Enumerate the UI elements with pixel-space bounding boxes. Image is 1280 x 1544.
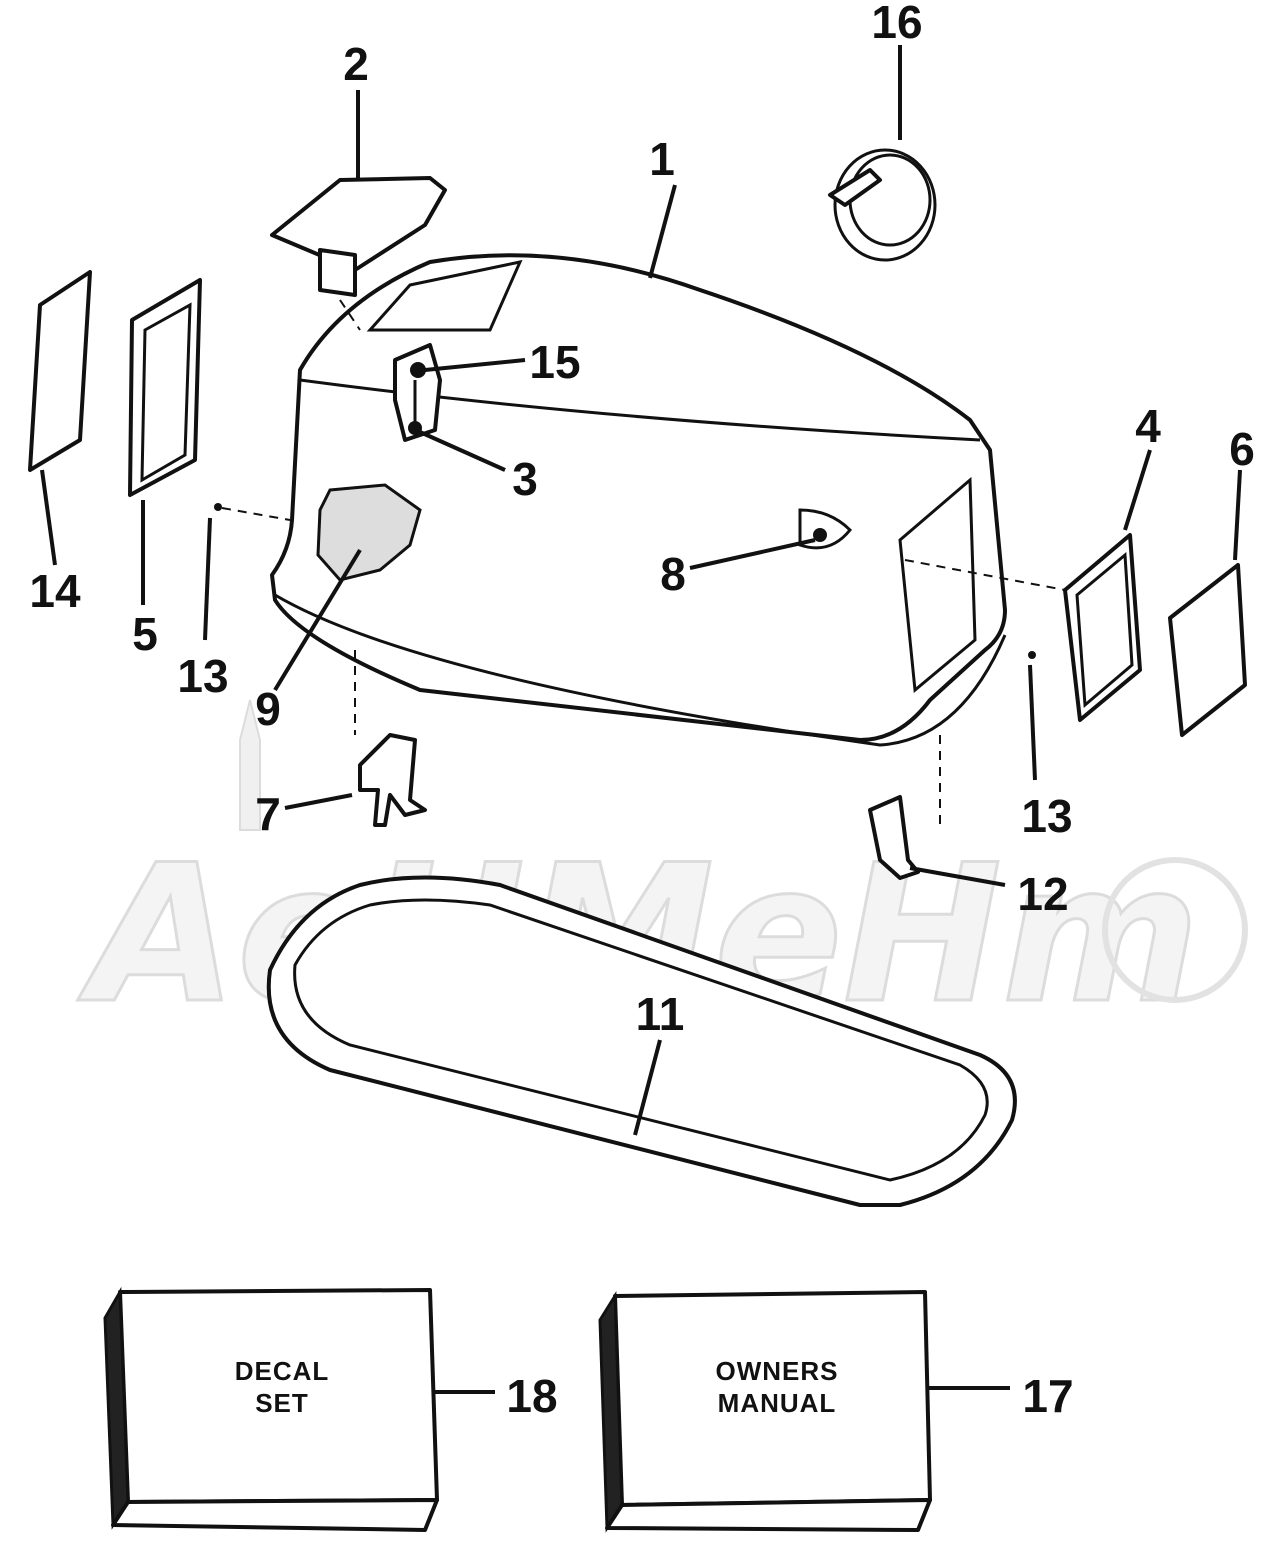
callout-5: 5 [132, 608, 158, 660]
callout-11: 11 [636, 988, 685, 1040]
owners-manual-line2: MANUAL [718, 1388, 837, 1418]
callout-7: 7 [255, 788, 281, 840]
left-panel-frame [128, 278, 202, 497]
latch-plate [393, 343, 442, 442]
callouts: 1 2 3 4 5 6 7 8 9 11 12 13 13 14 15 16 1… [29, 0, 1254, 1422]
callout-12: 12 [1017, 868, 1068, 920]
callout-18: 18 [506, 1370, 557, 1422]
decal-set-line1: DECAL [235, 1356, 330, 1386]
right-panel-frame [1063, 533, 1142, 722]
owners-manual-line1: OWNERS [716, 1356, 839, 1386]
callout-2: 2 [343, 38, 369, 90]
decal-set-box: DECAL SET [103, 1286, 439, 1532]
left-panel-insert [28, 270, 92, 472]
callout-15: 15 [529, 336, 580, 388]
callout-6: 6 [1229, 423, 1255, 475]
callout-14: 14 [29, 565, 81, 617]
cover-lid [270, 176, 447, 297]
callout-1: 1 [649, 133, 675, 185]
callout-13-right: 13 [1021, 790, 1072, 842]
engine-cover [270, 253, 1007, 747]
watermark-tower-icon [239, 699, 261, 831]
callout-4: 4 [1135, 400, 1161, 452]
watermark-wheel-icon [1102, 857, 1248, 1003]
right-bracket [868, 795, 920, 880]
callout-17: 17 [1022, 1370, 1073, 1422]
kill-switch-lanyard [828, 148, 937, 262]
right-panel-insert [1168, 563, 1247, 737]
assembly-lines [221, 299, 1066, 825]
callout-16: 16 [871, 0, 922, 48]
decal-set-line2: SET [255, 1388, 309, 1418]
callout-3: 3 [512, 453, 538, 505]
screw-left [214, 503, 222, 511]
callout-9: 9 [255, 683, 281, 735]
owners-manual-box: OWNERS MANUAL [598, 1290, 932, 1533]
left-bracket [358, 733, 427, 827]
bottom-gasket [266, 875, 1017, 1207]
callout-8: 8 [660, 548, 686, 600]
foam-pad [316, 483, 422, 582]
callout-13-left: 13 [177, 650, 228, 702]
leader-lines [40, 45, 1242, 1394]
screw-right [1028, 651, 1036, 659]
